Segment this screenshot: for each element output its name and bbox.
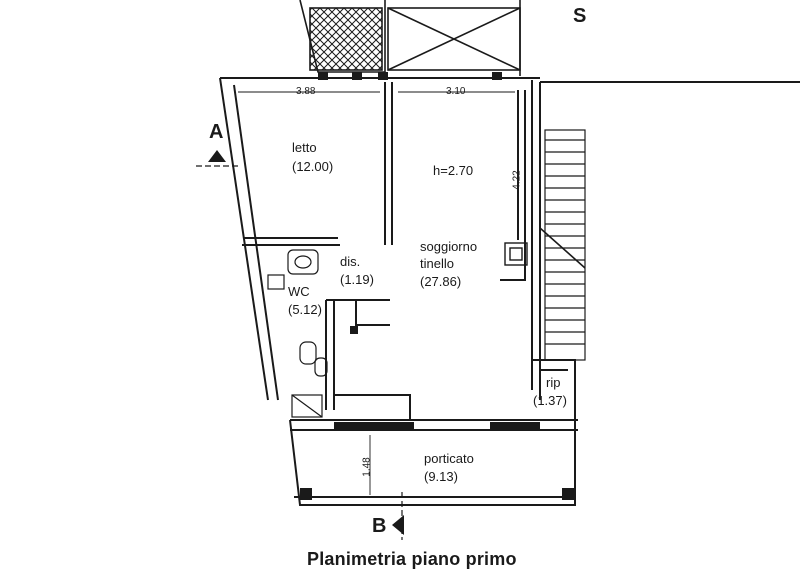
room-name-porticato: porticato xyxy=(424,451,474,466)
section-a-marker xyxy=(196,150,240,167)
room-name-wc: WC xyxy=(288,284,310,299)
room-name-soggiorno: soggiorno xyxy=(420,239,478,254)
fireplace xyxy=(504,242,528,266)
ceiling-height: h=2.70 xyxy=(433,163,474,178)
plan-title: Planimetria piano primo xyxy=(307,549,517,569)
dimension-soggiorno-width: 3.10 xyxy=(446,86,466,97)
section-b-label: B xyxy=(372,515,387,537)
columns xyxy=(300,72,574,500)
room-area-porticato: (9.13) xyxy=(424,469,458,484)
top-balcony xyxy=(299,0,521,76)
room-area-dis: (1.19) xyxy=(340,272,374,287)
room-name-rip: rip xyxy=(546,375,561,390)
room-name-letto: letto xyxy=(292,140,317,155)
dimension-porticato-depth: 1.48 xyxy=(361,457,373,477)
room-name-tinello: tinello xyxy=(420,256,454,271)
room-area-letto: (12.00) xyxy=(292,159,334,174)
room-area-wc: (5.12) xyxy=(288,302,322,317)
section-s-label: S xyxy=(573,5,587,27)
bathroom-fixtures xyxy=(267,249,328,418)
room-area-rip: (1.37) xyxy=(533,393,567,408)
interior-walls xyxy=(242,82,576,420)
dimension-letto-width: 3.88 xyxy=(296,86,316,97)
room-area-soggiorno: (27.86) xyxy=(420,274,462,289)
room-name-dis: dis. xyxy=(340,254,361,269)
section-b-marker xyxy=(392,492,404,540)
section-a-label: A xyxy=(209,121,224,143)
dimension-soggiorno-depth: 4.22 xyxy=(511,170,523,190)
staircase xyxy=(539,129,586,361)
dimension-lines xyxy=(238,91,519,495)
